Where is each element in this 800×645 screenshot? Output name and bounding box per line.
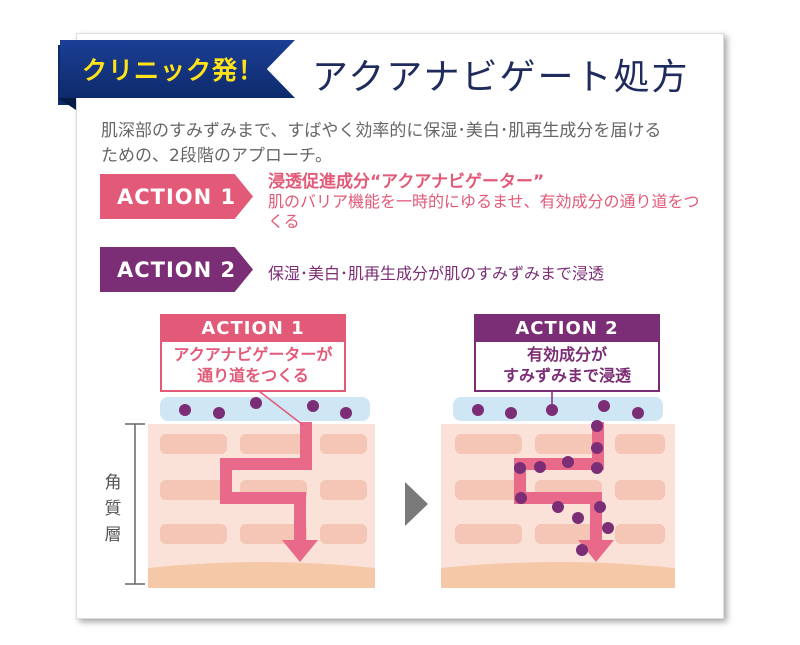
layer-label-char-2: 質 [104,499,122,519]
panel-2-label-body: 有効成分が すみずみまで浸透 [476,342,658,390]
layer-bracket [125,423,145,585]
panel-2-molecules [472,400,644,556]
panel-2-channel-arrow [514,422,614,562]
panel-1-molecules [179,397,352,419]
action-2-description: 保湿･美白･肌再生成分が肌のすみずみまで浸透 [268,264,605,283]
panel-1-bricks [160,434,367,544]
action-1-description: 肌のバリア機能を一時的にゆるませ、有効成分の通り道をつくる [268,192,700,231]
stratum-corneum-label: 角 質 層 [101,470,125,548]
panel-1-channel-arrow [220,422,318,562]
action-1-title: 浸透促進成分“アクアナビゲーター” [268,172,545,192]
panel-2-bricks [455,434,665,544]
panel-2-label-line-2: すみずみまで浸透 [502,366,631,385]
panel-1-label-line-2: 通り道をつくる [197,366,309,385]
action-1-tag: ACTION 1 [100,174,253,219]
panel-2-skin [441,388,675,588]
intro-line-2: ための、2段階のアプローチ。 [101,146,332,166]
clinic-badge: クリニック発！ [60,40,295,98]
panel-1-label-head: ACTION 1 [162,316,344,342]
layer-label-char-3: 層 [104,525,122,545]
panel-1-label-body: アクアナビゲーターが 通り道をつくる [162,342,344,390]
panel-1-skin [148,387,375,588]
panel-2-label: ACTION 2 有効成分が すみずみまで浸透 [474,314,660,392]
layer-label-char-1: 角 [104,473,122,493]
action-2-tag: ACTION 2 [100,247,253,292]
panel-1-label: ACTION 1 アクアナビゲーターが 通り道をつくる [160,314,346,392]
clinic-badge-text: クリニック発！ [82,56,265,85]
panel-2-label-head: ACTION 2 [476,316,658,342]
panel-1-label-line-1: アクアナビゲーターが [173,345,333,364]
panel-2-label-line-1: 有効成分が [526,345,607,364]
page-title: アクアナビゲート処方 [312,57,690,98]
intro-line-1: 肌深部のすみずみまで、すばやく効率的に保湿･美白･肌再生成分を届ける [101,121,662,141]
intro-text: 肌深部のすみずみまで、すばやく効率的に保湿･美白･肌再生成分を届ける ための、2… [101,119,701,169]
panel-1-pointer [254,387,304,426]
next-arrow-icon [405,482,428,526]
